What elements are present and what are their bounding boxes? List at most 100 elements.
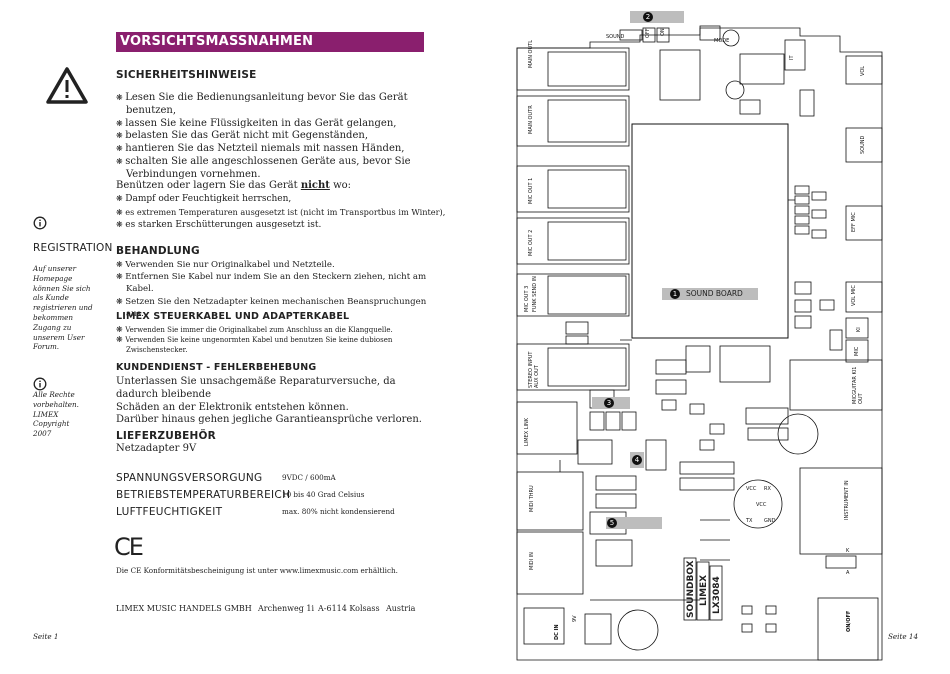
- list-item: Dampf oder Feuchtigkeit herrschen,: [116, 193, 446, 206]
- connector-label: MIDI THRU: [529, 485, 535, 512]
- connector-label: KI: [856, 327, 862, 332]
- spec-row: SPANNUNGSVERSORGUNG 9VDC / 600mA: [116, 472, 436, 488]
- connector-label: SOUND: [860, 135, 866, 154]
- accessories-heading: LIEFERZUBEHÖR: [116, 430, 216, 442]
- spec-value: max. 80% nicht kondensierend: [282, 507, 395, 516]
- marker-5: 5: [606, 517, 662, 529]
- page-number-left: Seite 1: [33, 632, 59, 641]
- info-icon: [33, 215, 47, 230]
- voltage-label: 9V: [572, 615, 578, 622]
- handling-list: Verwenden Sie nur Originalkabel und Netz…: [116, 259, 436, 320]
- usage-list: Dampf oder Feuchtigkeit herrschen, es ex…: [116, 193, 446, 232]
- handling-heading: BEHANDLUNG: [116, 245, 200, 257]
- connector-label: MAIN OUTL: [528, 40, 534, 68]
- switch-label: ON: [660, 28, 666, 36]
- info-icon: [33, 376, 47, 391]
- connector-label: MICGUITAR KI1 OUT: [852, 366, 864, 404]
- usage-intro-pre: Benützen oder lagern Sie das Gerät: [116, 180, 301, 191]
- list-item: es starken Erschütterungen ausgesetzt is…: [116, 219, 446, 232]
- list-item: Lesen Sie die Bedienungsanleitung bevor …: [116, 92, 436, 118]
- safety-list: Lesen Sie die Bedienungsanleitung bevor …: [116, 92, 436, 182]
- sound-board-label: 1 SOUND BOARD: [662, 288, 758, 300]
- marker-badge: 2: [643, 12, 653, 22]
- address-city: A-6114 Kolsass: [318, 604, 380, 613]
- cables-heading: LIMEX STEUERKABEL UND ADAPTERKABEL: [116, 311, 350, 322]
- switch-label: MODE: [714, 38, 730, 44]
- safety-heading: SICHERHEITSHINWEISE: [116, 69, 257, 81]
- marker-badge: 5: [607, 518, 617, 528]
- connector-label: MIDI IN: [529, 552, 535, 570]
- registration-text: Auf unserer Homepage können Sie sich als…: [33, 264, 93, 352]
- connector-label: STEREO INPUT AUX OUT: [528, 351, 540, 389]
- connector-label: MAIN OUTR: [528, 105, 534, 134]
- list-item: Setzen Sie den Netzadapter keinen mechan…: [116, 296, 436, 320]
- switch-label: OFF: [645, 28, 651, 38]
- usage-intro-post: wo:: [329, 180, 352, 191]
- marker-3: 3: [592, 397, 630, 409]
- pin-label: RX: [764, 486, 771, 492]
- soundbox-label: SOUNDBOX: [686, 560, 696, 618]
- marker-badge: 3: [604, 398, 614, 408]
- connector-label: MIC OUT 1: [528, 177, 534, 204]
- list-item: schalten Sie alle angeschlossenen Geräte…: [116, 156, 436, 182]
- sound-board-text: SOUND BOARD: [686, 289, 743, 298]
- connector-label: MIC: [854, 346, 860, 356]
- switch-label: IT: [789, 55, 795, 60]
- ce-text: Die CE Konformitätsbescheinigung ist unt…: [116, 566, 398, 575]
- connector-label: ON/OFF: [846, 610, 852, 632]
- spec-row: LUFTFEUCHTIGKEIT max. 80% nicht kondensi…: [116, 506, 436, 522]
- switch-label: SOUND: [606, 34, 625, 40]
- service-text: Unterlassen Sie unsachgemäße Reparaturve…: [116, 376, 436, 427]
- address-street: Archenweg 1i: [258, 604, 315, 613]
- cables-list: Verwenden Sie immer die Originalkabel zu…: [116, 325, 446, 355]
- spec-row: BETRIEBSTEMPERATURBEREICH 10 bis 40 Grad…: [116, 489, 436, 505]
- spec-label: LUFTFEUCHTIGKEIT: [116, 506, 223, 518]
- usage-intro-emphasis: nicht: [300, 180, 330, 191]
- spec-label: SPANNUNGSVERSORGUNG: [116, 472, 263, 484]
- connector-label: VOL: [860, 65, 866, 76]
- accessories-value: Netzadapter 9V: [116, 443, 197, 454]
- service-heading: KUNDENDIENST - FEHLERBEHEBUNG: [116, 362, 317, 373]
- pin-label: TX: [746, 518, 753, 524]
- list-item: Verwenden Sie immer die Originalkabel zu…: [116, 325, 446, 335]
- list-item: belasten Sie das Gerät nicht mit Gegenst…: [116, 130, 436, 143]
- connector-label: MIC OUT 3: [524, 285, 530, 312]
- pin-label: A: [846, 570, 850, 576]
- usage-intro: Benützen oder lagern Sie das Gerät nicht…: [116, 180, 351, 193]
- page-title: VORSICHTSMASSNAHMEN: [116, 32, 424, 52]
- address-country: Austria: [386, 604, 416, 613]
- list-item: hantieren Sie das Netzteil niemals mit n…: [116, 143, 436, 156]
- spec-value: 9VDC / 600mA: [282, 473, 336, 482]
- connector-label: VOL MIC: [851, 285, 857, 306]
- list-item: Entfernen Sie Kabel nur indem Sie an den…: [116, 271, 436, 295]
- pin-label: VCC: [756, 502, 767, 508]
- list-item: Verwenden Sie nur Originalkabel und Netz…: [116, 259, 436, 271]
- service-line: Unterlassen Sie unsachgemäße Reparaturve…: [116, 376, 396, 400]
- address-company: LIMEX MUSIC HANDELS GMBH: [116, 604, 252, 613]
- marker-badge: 1: [670, 289, 680, 299]
- service-line: Darüber hinaus gehen jegliche Garantiean…: [116, 414, 422, 426]
- list-item: Verwenden Sie keine ungenormten Kabel un…: [116, 335, 446, 355]
- pin-label: VCC: [746, 486, 757, 492]
- connector-label: INSTRUMENT IN: [844, 480, 850, 520]
- marker-2: 2: [630, 11, 684, 23]
- page-number-right: Seite 14: [888, 632, 919, 641]
- connector-label: MIC OUT 2: [528, 229, 534, 256]
- pin-label: K: [846, 548, 850, 554]
- connector-label: FUNK SEND IN: [532, 276, 538, 312]
- spec-label: BETRIEBSTEMPERATURBEREICH: [116, 489, 291, 501]
- marker-badge: 4: [632, 455, 642, 465]
- limex-label: LIMEX: [699, 574, 709, 606]
- pcb-diagram: [500, 0, 950, 670]
- list-item: es extremen Temperaturen ausgesetzt ist …: [116, 206, 446, 220]
- model-label: LX3084: [712, 576, 722, 614]
- ce-mark: CE: [114, 533, 144, 561]
- spec-value: 10 bis 40 Grad Celsius: [282, 490, 365, 499]
- pin-label: GND: [764, 518, 776, 524]
- list-item: lassen Sie keine Flüssigkeiten in das Ge…: [116, 118, 436, 131]
- registration-heading: REGISTRATION: [33, 242, 113, 254]
- marker-4: 4: [630, 452, 644, 468]
- connector-label: EFF MIC: [851, 212, 857, 232]
- service-line: Schäden an der Elektronik entstehen könn…: [116, 401, 349, 413]
- rights-text: Alle Rechte vorbehalten. LIMEX Copyright…: [33, 390, 79, 439]
